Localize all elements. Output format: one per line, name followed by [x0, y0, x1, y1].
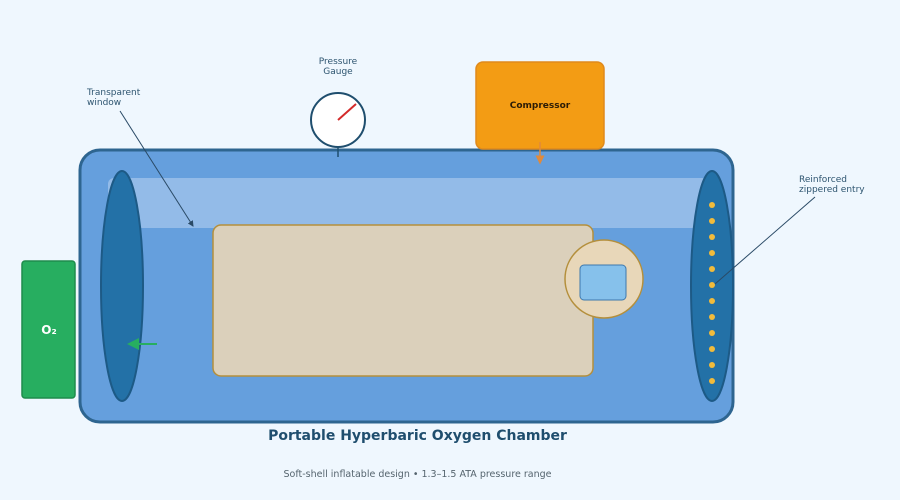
pressure-gauge-label-line2: Gauge [323, 67, 353, 77]
transparent-window-label: Transparent window [87, 88, 140, 108]
diagram-title: Portable Hyperbaric Oxygen Chamber [268, 428, 567, 444]
oxygen-tank [21, 260, 76, 399]
mattress [212, 224, 594, 377]
transparent-window-band [108, 178, 708, 228]
pressure-gauge-label: Pressure Gauge [308, 57, 368, 77]
zippered-entry-label-line1: Reinforced [799, 175, 847, 185]
pressure-gauge-label-line1: Pressure [318, 57, 358, 67]
compressor-label: Compressor [509, 101, 571, 111]
left-end-cap [100, 170, 144, 402]
zipper-callout-line [714, 196, 816, 285]
transparent-window-label-line1: Transparent [87, 88, 141, 98]
head-window-screen [579, 264, 627, 301]
transparent-window-label-line2: window [87, 98, 122, 108]
zipper-dots [709, 202, 715, 384]
zippered-entry-label-line2: zippered entry [799, 185, 865, 195]
gauge-needle [337, 103, 357, 121]
window-callout-line [119, 110, 194, 227]
zippered-entry-label: Reinforced zippered entry [799, 175, 865, 195]
oxygen-tank-label: O₂ [41, 322, 57, 337]
diagram-subtitle: Soft-shell inflatable design • 1.3–1.5 A… [283, 469, 552, 480]
